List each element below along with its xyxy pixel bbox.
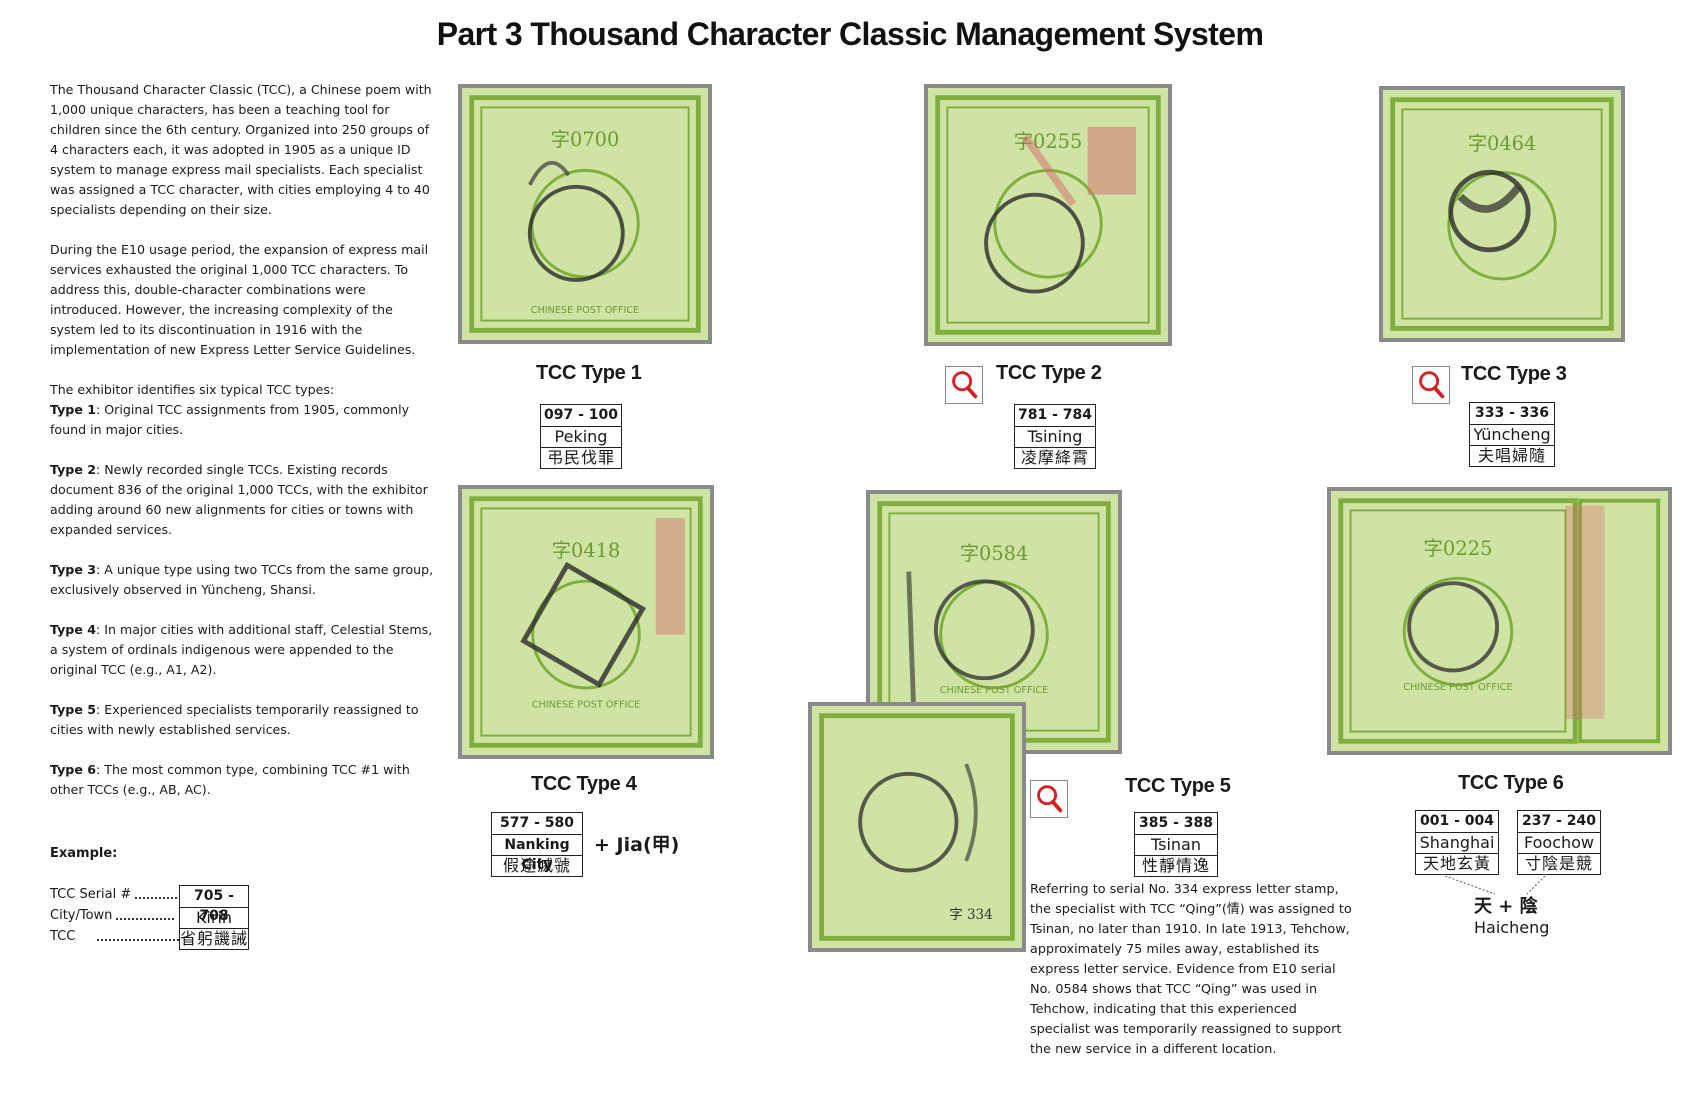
magnifier-icon[interactable] bbox=[1412, 366, 1450, 404]
intro-type-2: Type 2: Newly recorded single TCCs. Exis… bbox=[50, 462, 428, 537]
tcc-city: Shanghai bbox=[1416, 832, 1498, 853]
tcc-box-type-6-a: 001 - 004 Shanghai 天地玄黃 bbox=[1415, 810, 1499, 875]
combination-city: Haicheng bbox=[1474, 918, 1550, 937]
combo-connector-lines bbox=[1444, 876, 1546, 895]
page-title: Part 3 Thousand Character Classic Manage… bbox=[436, 16, 1264, 52]
tcc-serial: 781 - 784 bbox=[1017, 407, 1092, 423]
type-label-4: TCC Type 4 bbox=[531, 773, 637, 795]
tcc-serial: 001 - 004 bbox=[1419, 813, 1494, 829]
type-5-note: Referring to serial No. 334 express lett… bbox=[1030, 882, 1352, 1057]
leader-dots bbox=[135, 897, 186, 899]
stamp-caption-text: CHINESE POST OFFICE bbox=[940, 685, 1049, 696]
tcc-city: Peking bbox=[541, 426, 621, 447]
stamp-caption-text: CHINESE POST OFFICE bbox=[1403, 682, 1512, 693]
example-legend: TCC Serial # City/Town TCC bbox=[50, 884, 191, 947]
stamp-serial-text: 字 334 bbox=[949, 907, 992, 923]
intro-type-3: Type 3: A unique type using two TCCs fro… bbox=[50, 562, 434, 597]
tcc-box-type-4: 577 - 580 Nanking City 假途滅虢 bbox=[491, 812, 583, 877]
legend-label-serial: TCC Serial # bbox=[50, 887, 132, 902]
example-heading: Example: bbox=[50, 846, 118, 861]
tcc-serial: 577 - 580 bbox=[499, 815, 574, 831]
stamp-artwork: 字0255 bbox=[935, 95, 1161, 335]
intro-type-4: Type 4: In major cities with additional … bbox=[50, 622, 433, 677]
tcc-city: Nanking City bbox=[492, 834, 582, 873]
magnifier-icon[interactable] bbox=[1030, 780, 1068, 818]
stamp-serial-text: 字0584 bbox=[960, 542, 1029, 565]
tcc-characters: 寸陰是競 bbox=[1518, 853, 1600, 874]
tcc-city: Yüncheng bbox=[1470, 424, 1554, 445]
tcc-serial: 705 - 708 bbox=[194, 888, 234, 924]
tcc-characters: 天地玄黃 bbox=[1416, 853, 1498, 874]
tcc-serial: 333 - 336 bbox=[1474, 405, 1549, 421]
intro-paragraph-2: During the E10 usage period, the expansi… bbox=[50, 242, 429, 357]
stamp-image-type-5b: 字 334 bbox=[808, 702, 1026, 952]
magnifier-icon[interactable] bbox=[945, 366, 983, 404]
intro-paragraph-3: The exhibitor identifies six typical TCC… bbox=[50, 382, 335, 397]
stamp-artwork: 字 334 bbox=[819, 713, 1015, 941]
type-label-3: TCC Type 3 bbox=[1461, 363, 1567, 385]
tcc-characters: 弔民伐罪 bbox=[541, 447, 621, 468]
tcc-city: Kirin bbox=[180, 907, 248, 928]
tcc-city: Foochow bbox=[1518, 832, 1600, 853]
tcc-characters: 假途滅虢 bbox=[492, 855, 582, 876]
legend-label-city: City/Town bbox=[50, 908, 113, 923]
type-label-2: TCC Type 2 bbox=[996, 362, 1102, 384]
tcc-serial: 237 - 240 bbox=[1521, 813, 1596, 829]
stamp-serial-text: 字0418 bbox=[552, 539, 621, 562]
tcc-box-type-5: 385 - 388 Tsinan 性靜情逸 bbox=[1134, 812, 1218, 877]
tcc-city: Tsining bbox=[1015, 426, 1095, 447]
tcc-characters: 省躬譏誡 bbox=[180, 928, 249, 948]
leader-dots bbox=[116, 918, 175, 920]
intro-type-1: Type 1: Original TCC assignments from 19… bbox=[50, 402, 410, 437]
tcc-box-type-6-b: 237 - 240 Foochow 寸陰是競 bbox=[1517, 810, 1601, 875]
tcc-box-type-2: 781 - 784 Tsining 凌摩絳霄 bbox=[1014, 404, 1096, 469]
stamp-artwork: 字0464 bbox=[1390, 97, 1614, 331]
legend-label-tcc: TCC bbox=[50, 929, 76, 944]
tcc-combination: 天 + 陰 bbox=[1474, 896, 1538, 917]
type-label-5: TCC Type 5 bbox=[1125, 775, 1231, 797]
tcc-characters: 凌摩絳霄 bbox=[1015, 447, 1095, 468]
leader-dots bbox=[97, 939, 188, 941]
stamp-image-type-3: 字0464 bbox=[1379, 86, 1625, 342]
tcc-characters: 夫唱婦隨 bbox=[1470, 445, 1554, 466]
stamp-serial-text: 字0464 bbox=[1468, 132, 1537, 155]
stamp-serial-text: 字0700 bbox=[551, 128, 620, 151]
example-tcc-box: 705 - 708 Kirin 省躬譏誡 bbox=[179, 885, 249, 950]
stamp-serial-text: 字0225 bbox=[1423, 537, 1492, 560]
tcc-box-type-3: 333 - 336 Yüncheng 夫唱婦隨 bbox=[1469, 402, 1555, 467]
tcc-box-type-1: 097 - 100 Peking 弔民伐罪 bbox=[540, 404, 622, 469]
tcc-characters: 性靜情逸 bbox=[1135, 855, 1217, 876]
type-label-1: TCC Type 1 bbox=[536, 362, 642, 384]
stamp-caption-text: CHINESE POST OFFICE bbox=[531, 305, 640, 316]
example-section: Example: TCC Serial # City/Town TCC bbox=[50, 846, 350, 944]
intro-paragraph-1: The Thousand Character Classic (TCC), a … bbox=[50, 82, 432, 217]
celestial-stem-suffix: + Jia(甲) bbox=[594, 834, 680, 856]
intro-type-6: Type 6: The most common type, combining … bbox=[50, 762, 410, 797]
stamp-caption-text: CHINESE POST OFFICE bbox=[532, 699, 640, 710]
tcc-city: Tsinan bbox=[1135, 834, 1217, 855]
tcc-serial: 097 - 100 bbox=[543, 407, 618, 423]
intro-type-5: Type 5: Experienced specialists temporar… bbox=[50, 702, 419, 737]
type-label-6: TCC Type 6 bbox=[1458, 772, 1564, 794]
intro-text: The Thousand Character Classic (TCC), a … bbox=[50, 80, 435, 820]
tcc-serial: 385 - 388 bbox=[1138, 815, 1213, 831]
stamp-image-type-2: 字0255 bbox=[924, 84, 1172, 346]
